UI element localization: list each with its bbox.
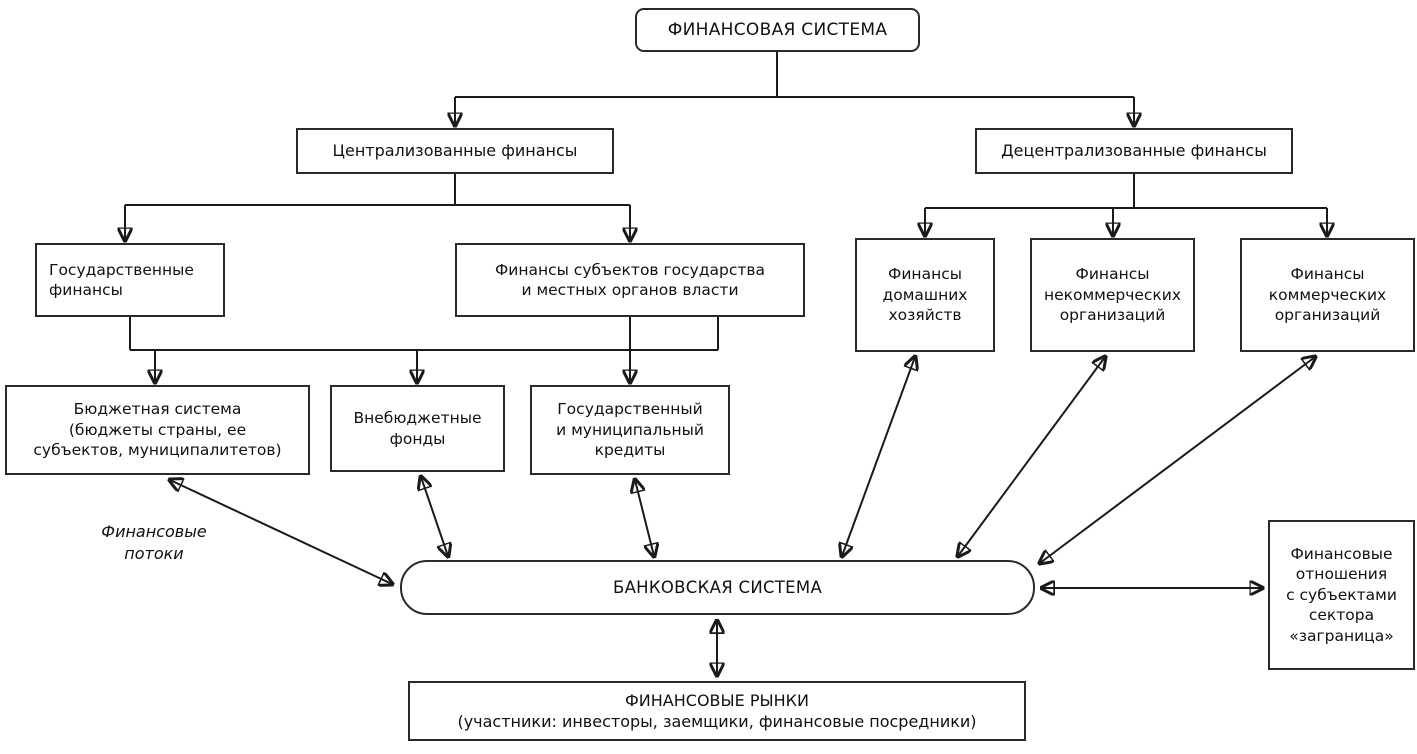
arrow-budget-banking [170,480,392,584]
arrow-extrabudgetary-banking [421,477,448,556]
arrow-level3-split [129,317,719,382]
node-noncommercial-finances: Финансы некоммерческих организаций [1030,238,1195,352]
arrow-noncommercial-banking [958,357,1105,556]
node-extrabudgetary-funds: Внебюджетные фонды [330,385,505,472]
node-centralized-finances: Централизованные финансы [296,128,614,174]
arrow-centralized-split [125,174,630,240]
arrow-credits-banking [635,480,654,556]
node-household-finances: Финансы домашних хозяйств [855,238,995,352]
node-subject-finances: Финансы субъектов государства и местных … [455,243,805,317]
node-foreign-sector-relations: Финансовые отношения с субъектами сектор… [1268,520,1415,670]
arrow-commercial-banking [1040,357,1315,563]
arrow-household-banking [842,357,915,556]
node-commercial-finances: Финансы коммерческих организаций [1240,238,1415,352]
node-banking-system: БАНКОВСКАЯ СИСТЕМА [400,560,1035,615]
node-financial-markets: ФИНАНСОВЫЕ РЫНКИ (участники: инвесторы, … [408,681,1026,741]
node-budget-system: Бюджетная система (бюджеты страны, ее су… [5,385,310,475]
node-decentralized-finances: Децентрализованные финансы [975,128,1293,174]
node-financial-system: ФИНАНСОВАЯ СИСТЕМА [635,8,920,52]
node-state-finances: Государственные финансы [35,243,225,317]
arrow-root-split [455,52,1134,125]
arrow-decentralized-split [925,174,1327,235]
financial-flows-label: Финансовые потоки [101,522,207,563]
node-state-credits: Государственный и муниципальный кредиты [530,385,730,475]
